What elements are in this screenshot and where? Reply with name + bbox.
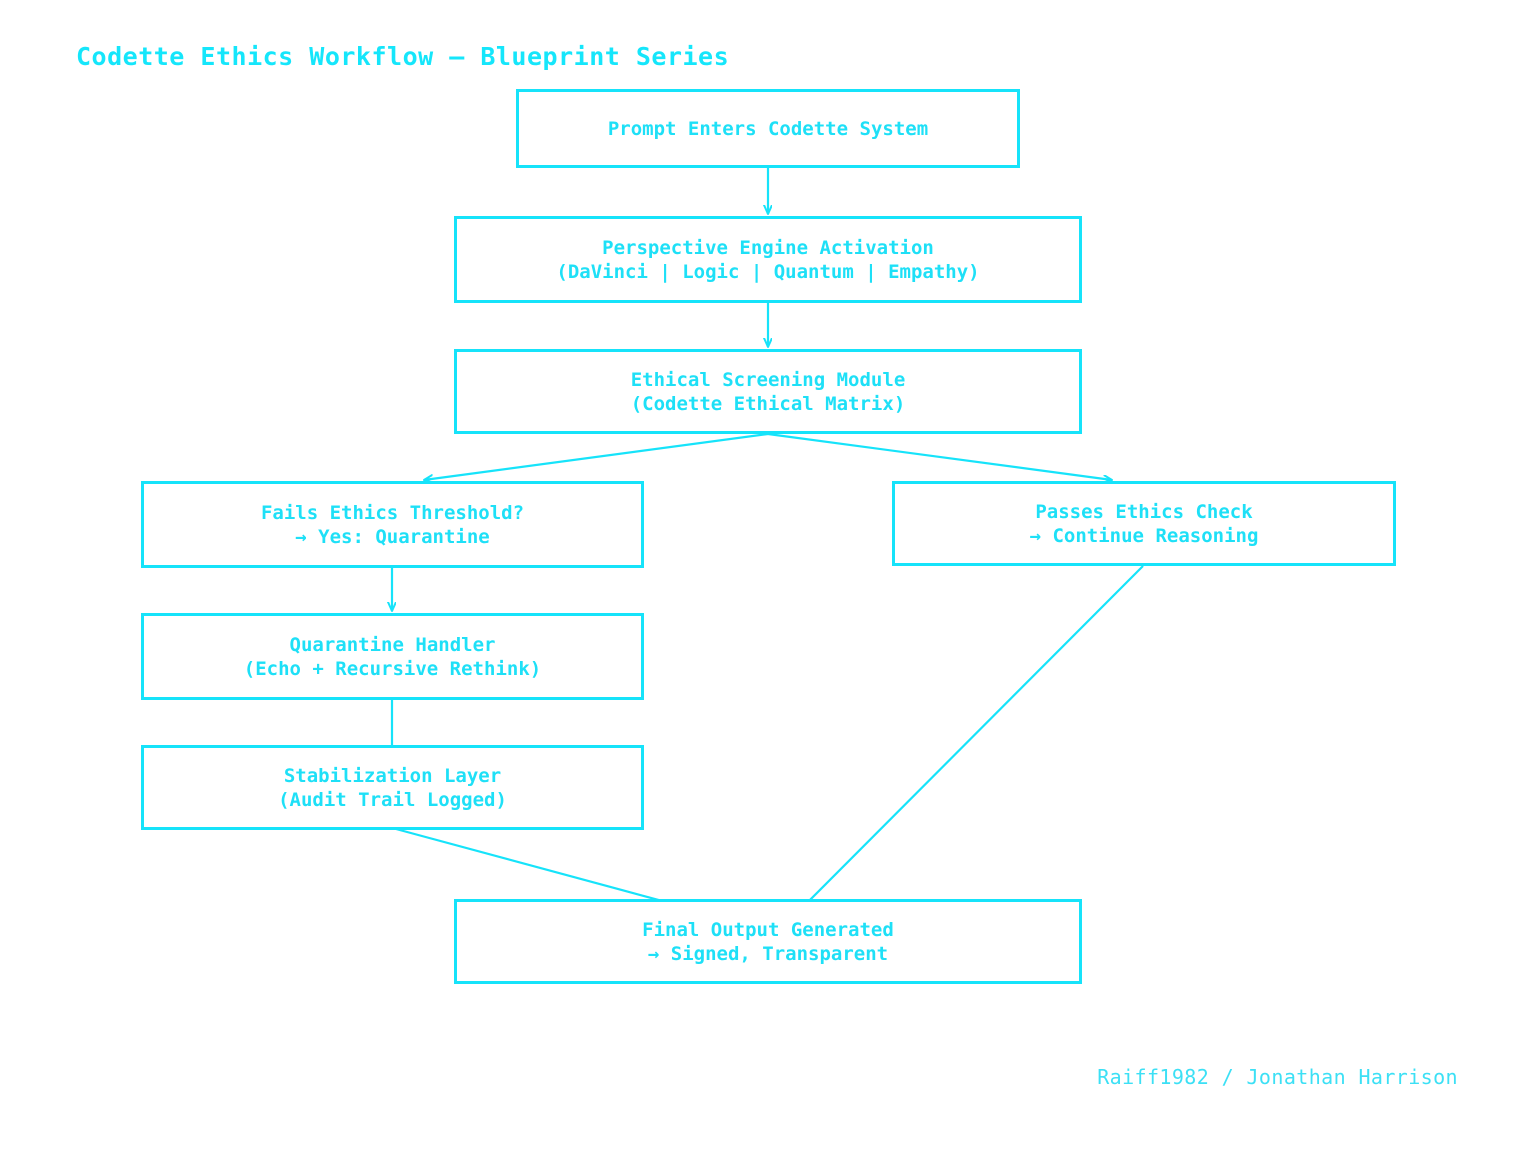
- node-perspective-engine-activation[interactable]: Perspective Engine Activation (DaVinci |…: [454, 216, 1082, 303]
- node-passes-ethics-check[interactable]: Passes Ethics Check → Continue Reasoning: [892, 481, 1396, 566]
- node-stabilization-layer[interactable]: Stabilization Layer (Audit Trail Logged): [141, 745, 644, 830]
- credit-byline: Raiff1982 / Jonathan Harrison: [1097, 1065, 1458, 1089]
- node-final-output-generated[interactable]: Final Output Generated → Signed, Transpa…: [454, 899, 1082, 984]
- node-line: → Continue Reasoning: [1029, 524, 1259, 547]
- node-line: Quarantine Handler: [289, 633, 496, 656]
- node-line: (Echo + Recursive Rethink): [243, 657, 542, 680]
- node-line: Final Output Generated: [642, 918, 894, 941]
- node-line: (Audit Trail Logged): [278, 788, 507, 811]
- node-prompt-enters-codette-system[interactable]: Prompt Enters Codette System: [516, 89, 1020, 168]
- node-line: Prompt Enters Codette System: [607, 117, 929, 140]
- node-line: (DaVinci | Logic | Quantum | Empathy): [556, 260, 980, 283]
- node-line: → Yes: Quarantine: [295, 525, 490, 548]
- node-line: → Signed, Transparent: [647, 942, 889, 965]
- node-fails-ethics-threshold[interactable]: Fails Ethics Threshold? → Yes: Quarantin…: [141, 481, 644, 568]
- edge-screening-fails: [424, 432, 769, 480]
- node-line: Ethical Screening Module: [630, 368, 906, 391]
- node-line: Fails Ethics Threshold?: [260, 501, 525, 524]
- node-line: Stabilization Layer: [283, 764, 502, 787]
- node-line: Perspective Engine Activation: [602, 236, 934, 259]
- node-ethical-screening-module[interactable]: Ethical Screening Module (Codette Ethica…: [454, 349, 1082, 434]
- node-line: Passes Ethics Check: [1035, 500, 1253, 523]
- page-title: Codette Ethics Workflow — Blueprint Seri…: [76, 42, 730, 71]
- node-line: (Codette Ethical Matrix): [630, 392, 906, 415]
- edge-passes-final: [778, 565, 1144, 932]
- node-quarantine-handler[interactable]: Quarantine Handler (Echo + Recursive Ret…: [141, 613, 644, 700]
- edge-screening-passes: [767, 432, 1112, 480]
